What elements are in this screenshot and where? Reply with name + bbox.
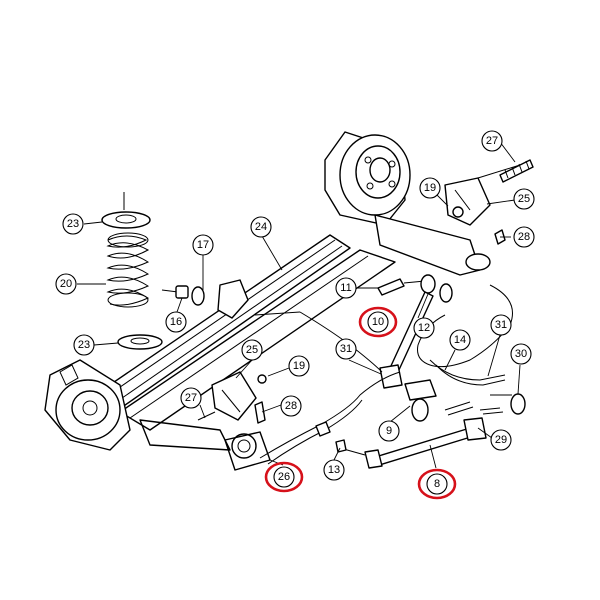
callout-number: 29 <box>495 434 507 446</box>
callout-number: 30 <box>515 348 527 360</box>
callout-26: 26 <box>264 461 304 493</box>
callout-number: 27 <box>486 135 498 147</box>
callout-27: 27 <box>481 130 503 152</box>
callout-25: 25 <box>513 188 535 210</box>
callout-number: 28 <box>285 400 297 412</box>
callout-30: 30 <box>510 343 532 365</box>
callout-23: 23 <box>62 213 84 235</box>
callout-number: 11 <box>340 282 351 294</box>
left-wheel-hub <box>44 359 131 451</box>
callout-number: 23 <box>78 339 90 351</box>
callout-11: 11 <box>335 277 357 299</box>
callout-number: 31 <box>340 343 352 355</box>
callout-number: 25 <box>246 344 258 356</box>
callout-19: 19 <box>288 355 310 377</box>
callout-16: 16 <box>165 311 187 333</box>
callout-circle <box>335 338 357 360</box>
right-upper-bracket <box>444 159 534 245</box>
callout-number: 20 <box>60 278 72 290</box>
callout-number: 13 <box>328 464 340 476</box>
callout-number: 19 <box>424 182 436 194</box>
callout-circle <box>62 213 84 235</box>
callout-circle <box>55 273 77 295</box>
callout-number: 25 <box>518 193 530 205</box>
jounce-bumper <box>161 279 249 319</box>
callout-number: 23 <box>67 218 79 230</box>
callout-circle <box>180 387 202 409</box>
callout-circle <box>165 311 187 333</box>
callout-circle <box>513 226 535 248</box>
left-lower-bracket <box>139 371 271 471</box>
callout-circle <box>250 216 272 238</box>
callout-29: 29 <box>490 429 512 451</box>
callout-number: 26 <box>278 471 290 483</box>
callout-circle <box>192 234 214 256</box>
callout-25: 25 <box>241 339 263 361</box>
right-wheel-hub <box>324 131 491 276</box>
callout-31: 31 <box>490 314 512 336</box>
callout-number: 31 <box>495 319 507 331</box>
callout-circle <box>241 339 263 361</box>
axle-beam <box>94 234 396 431</box>
callout-8: 8 <box>417 468 457 500</box>
callout-number: 14 <box>454 334 466 346</box>
highlight-ring <box>417 468 457 500</box>
callout-circle <box>323 459 345 481</box>
callout-circle <box>273 466 295 488</box>
callout-circle <box>419 177 441 199</box>
callout-circle <box>510 343 532 365</box>
callout-20: 20 <box>55 273 77 295</box>
callout-circle <box>481 130 503 152</box>
callout-number: 27 <box>185 392 197 404</box>
callout-number: 28 <box>518 231 530 243</box>
callout-number: 12 <box>418 322 430 334</box>
callout-circle <box>73 334 95 356</box>
callout-12: 12 <box>413 317 435 339</box>
callout-27: 27 <box>180 387 202 409</box>
callout-number: 16 <box>170 316 182 328</box>
callout-number: 24 <box>255 221 267 233</box>
callout-circle <box>413 317 435 339</box>
callout-circle <box>426 473 448 495</box>
callout-10: 10 <box>358 306 398 338</box>
callout-number: 9 <box>386 425 392 437</box>
coil-spring <box>101 192 163 350</box>
lateral-links <box>335 274 526 469</box>
callout-9: 9 <box>378 420 400 442</box>
brake-cables <box>254 284 513 465</box>
callout-circle <box>378 420 400 442</box>
callout-23: 23 <box>73 334 95 356</box>
callout-number: 8 <box>434 478 440 490</box>
callout-circle <box>513 188 535 210</box>
callout-circle <box>280 395 302 417</box>
callout-13: 13 <box>323 459 345 481</box>
callout-number: 10 <box>372 316 384 328</box>
callout-31: 31 <box>335 338 357 360</box>
callout-28: 28 <box>280 395 302 417</box>
callout-circle <box>335 277 357 299</box>
callout-19: 19 <box>419 177 441 199</box>
callout-circle <box>490 429 512 451</box>
callout-layer: 27 19 25 28 23 24 17 20 16 11 10 12 31 23 25 19 31 14 30 27… <box>55 130 535 500</box>
callout-circle <box>367 311 389 333</box>
callout-17: 17 <box>192 234 214 256</box>
highlight-ring <box>358 306 398 338</box>
callout-number: 17 <box>197 239 209 251</box>
callout-24: 24 <box>250 216 272 238</box>
callout-circle <box>490 314 512 336</box>
highlight-ring <box>264 461 304 493</box>
callout-circle <box>288 355 310 377</box>
callout-circle <box>449 329 471 351</box>
leader-lines <box>77 141 521 469</box>
callout-14: 14 <box>449 329 471 351</box>
callout-number: 19 <box>293 360 305 372</box>
callout-28: 28 <box>513 226 535 248</box>
